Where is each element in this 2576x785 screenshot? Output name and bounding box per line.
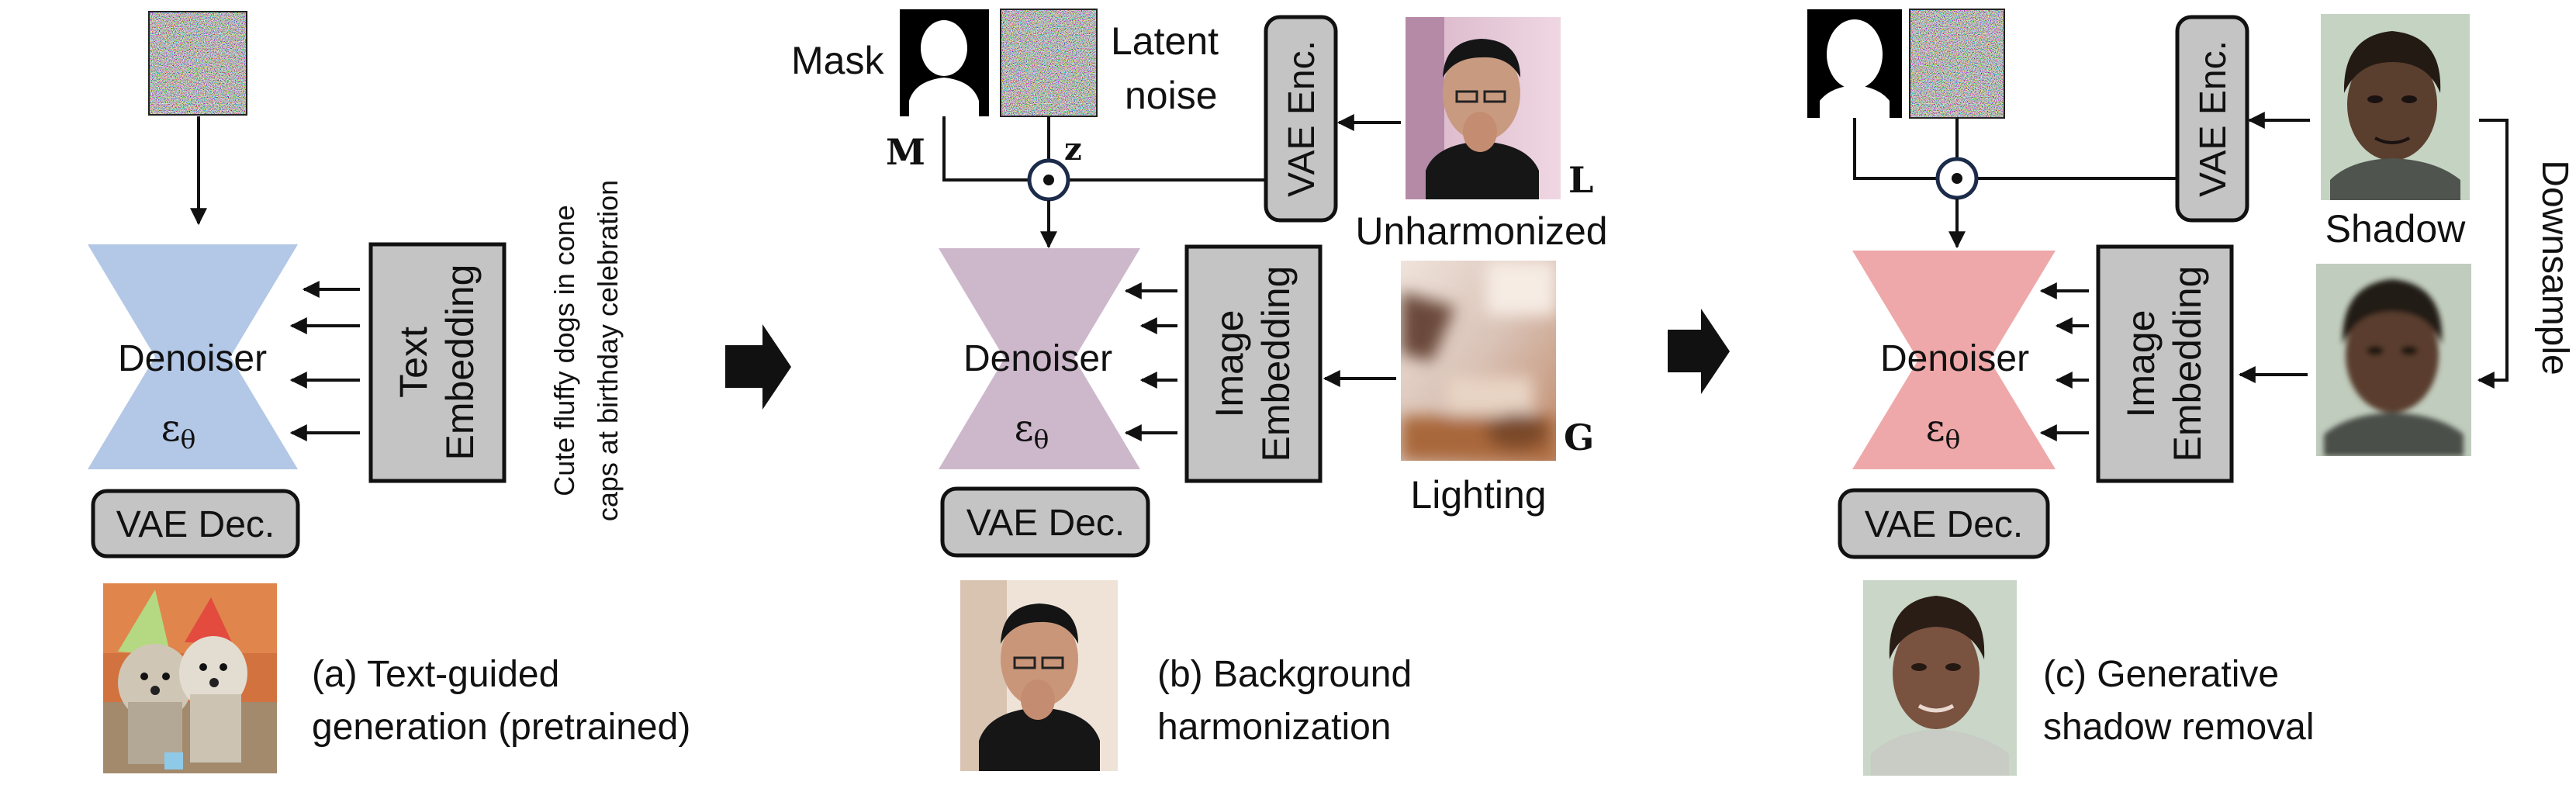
mask-connector-c (1853, 118, 1938, 180)
panel-b: Mask Latent noise M z VAE Enc. (791, 9, 1608, 771)
prompt-line-2: caps at birthday celebration (592, 180, 624, 521)
input-symbol: L (1568, 159, 1593, 201)
image-embedding-label-c-1: Image (2119, 310, 2163, 418)
vae-decoder-label-c: VAE Dec. (1865, 504, 2024, 545)
caption-b-line-1: (b) Background (1157, 654, 1412, 695)
denoiser-label-b: Denoiser (963, 338, 1112, 379)
unharmonized-label: Unharmonized (1355, 209, 1607, 253)
mask-symbol: M (886, 131, 925, 173)
downsample-arrow (2477, 119, 2509, 389)
epsilon-symbol-b: εθ (1015, 406, 1049, 455)
shadow-free-face-render (1863, 580, 2017, 776)
panel-c: VAE Enc. Shadow Downsample (1807, 9, 2575, 776)
right-arrow-icon (1668, 309, 1730, 394)
image-embedding-label-c-2: Embedding (2166, 266, 2209, 462)
caption-a-line-1: (a) Text-guided (312, 654, 559, 695)
embedding-arrows-c (2039, 282, 2089, 441)
lighting-symbol: G (1564, 417, 1594, 458)
caption-a-line-2: generation (pretrained) (312, 707, 690, 748)
image-embedding-box (1184, 244, 1323, 483)
denoiser-shape (88, 244, 298, 469)
latent-noise-image-c (1909, 9, 2005, 119)
epsilon-symbol-c: εθ (1926, 406, 1961, 455)
denoiser-shape-b (939, 248, 1140, 469)
vae-encoder-box (1264, 15, 1338, 223)
vae-encoder-label: VAE Enc. (1281, 40, 1323, 197)
elementwise-product-circle-c (1935, 157, 1979, 200)
vae-decoder-box-b (940, 486, 1150, 558)
prompt-line-1: Cute fluffy dogs in cone (548, 205, 580, 496)
downsample-label: Downsample (2534, 160, 2575, 375)
mask-connector (942, 116, 1029, 182)
caption-c-line-1: (c) Generative (2043, 654, 2279, 695)
right-arrow-icon (725, 324, 791, 410)
unharmonized-face-photo (1406, 17, 1561, 199)
latent-label-2: noise (1125, 74, 1218, 117)
downsampled-face-render (2316, 264, 2471, 456)
vae-encoder-label-c: VAE Enc. (2193, 40, 2234, 197)
latent-label-1: Latent (1111, 19, 1219, 63)
denoiser-label-c: Denoiser (1880, 338, 2029, 379)
elementwise-product-circle (1027, 158, 1070, 202)
latent-noise-image-b (1000, 9, 1098, 117)
denoiser-label: Denoiser (118, 338, 267, 379)
shadowed-face-render (2321, 14, 2470, 200)
text-embedding-label-1: Text (392, 327, 435, 398)
caption-b-line-2: harmonization (1157, 707, 1392, 748)
vae-decoder-box (91, 489, 300, 558)
lighting-label: Lighting (1410, 473, 1546, 517)
image-embedding-label-1: Image (1208, 310, 1251, 418)
shadow-label: Shadow (2325, 207, 2467, 251)
latent-noise-image (148, 11, 247, 116)
vae-decoder-box-c (1838, 488, 2050, 559)
image-embedding-label-2: Embedding (1254, 266, 1298, 462)
embedding-arrows-b (1124, 282, 1177, 441)
mask-label: Mask (791, 39, 884, 82)
noise-symbol: z (1064, 131, 1082, 168)
vae-decoder-label: VAE Dec. (116, 504, 275, 545)
vae-encoder-box-c (2175, 15, 2249, 223)
harmonized-face-photo (960, 580, 1118, 771)
image-embedding-box-c (2096, 244, 2234, 483)
person-silhouette-mask (900, 9, 989, 116)
text-embedding-box (368, 242, 507, 483)
blurred-room-lighting-image (1401, 261, 1556, 461)
denoiser-shape-c (1852, 251, 2056, 469)
epsilon-symbol: εθ (161, 406, 196, 455)
caption-c-line-2: shadow removal (2043, 707, 2315, 748)
vae-decoder-label-b: VAE Dec. (966, 503, 1125, 544)
panel-a: Denoiser εθ Text Embedding Cute fluffy d… (88, 11, 690, 773)
face-silhouette-mask (1807, 9, 1902, 118)
dogs-output-image (103, 583, 277, 773)
text-embedding-label-2: Embedding (438, 265, 482, 461)
embedding-arrows (289, 281, 360, 441)
